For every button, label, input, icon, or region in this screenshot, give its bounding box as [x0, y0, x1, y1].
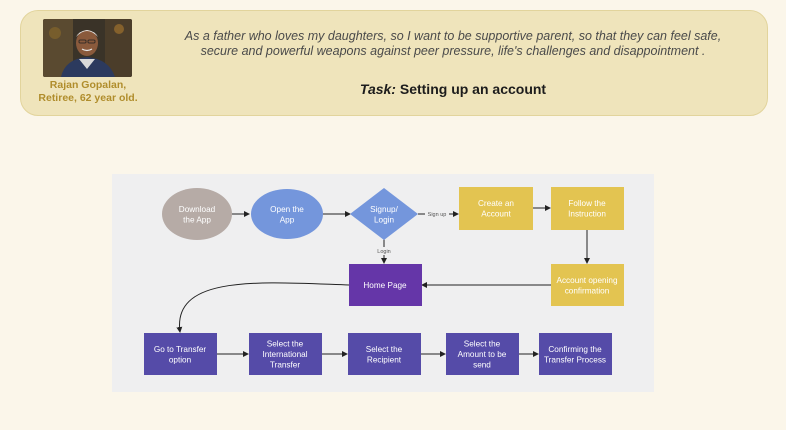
node-transfer-shape — [144, 333, 217, 375]
node-confirming-shape — [539, 333, 612, 375]
node-signup-shape — [350, 188, 418, 240]
node-home-shape — [349, 264, 422, 306]
node-label-line: Download — [179, 205, 216, 214]
node-label-line: option — [169, 355, 192, 364]
node-label-line: Account opening — [557, 276, 618, 285]
node-label-line: Open the — [270, 205, 304, 214]
node-label-line: Select the — [366, 345, 403, 354]
persona-card: Rajan Gopalan, Retiree, 62 year old. As … — [20, 10, 768, 116]
persona-photo — [43, 19, 132, 77]
node-open-shape — [251, 189, 323, 239]
node-signup-text: Signup/Login — [370, 205, 398, 225]
node-confirm-shape — [551, 264, 624, 306]
task-heading: Task: Setting up an account — [153, 81, 753, 97]
node-label-line: Account — [481, 209, 511, 218]
node-intl-shape — [249, 333, 322, 375]
node-amount-shape — [446, 333, 519, 375]
persona-name: Rajan Gopalan, Retiree, 62 year old. — [38, 79, 138, 104]
node-label-line: send — [473, 361, 491, 370]
node-follow-shape — [551, 187, 624, 230]
persona-quote: As a father who loves my daughters, so I… — [153, 29, 753, 59]
node-label-line: Transfer Process — [544, 355, 606, 364]
task-label: Task: — [359, 81, 396, 97]
edge-label-login: Login — [377, 249, 390, 255]
node-label-line: Transfer — [270, 361, 300, 370]
node-label-line: Signup/ — [370, 205, 398, 214]
node-label-line: Go to Transfer — [154, 345, 207, 354]
node-label-line: Login — [374, 215, 394, 224]
node-label-line: Select the — [464, 340, 501, 349]
node-label-line: Follow the — [568, 199, 606, 208]
quote-line-2: secure and powerful weapons against peer… — [200, 44, 706, 58]
node-label-line: confirmation — [565, 286, 610, 295]
node-download-shape — [162, 188, 232, 240]
node-label-line: App — [280, 215, 295, 224]
node-home-text: Home Page — [363, 281, 407, 290]
node-create-shape — [459, 187, 533, 230]
flow-edges — [176, 205, 590, 357]
node-recipient-shape — [348, 333, 421, 375]
edge-label-signup: Sign up — [428, 212, 447, 218]
quote-line-1: As a father who loves my daughters, so I… — [184, 29, 722, 43]
edge-home-transfer — [176, 282, 350, 333]
node-label-line: Confirming the — [548, 345, 602, 354]
node-home-page: Home Page — [349, 264, 422, 306]
node-label-line: International — [262, 350, 307, 359]
node-label-line: the App — [183, 215, 211, 224]
task-title: Setting up an account — [399, 81, 547, 97]
node-label-line: Instruction — [568, 209, 606, 218]
node-label-line: Home Page — [363, 281, 407, 290]
node-signup-login: Signup/Login — [350, 188, 418, 240]
node-label-line: Recipient — [367, 355, 402, 364]
node-label-line: Create an — [478, 199, 514, 208]
node-label-line: Select the — [267, 340, 304, 349]
node-label-line: Amount to be — [458, 350, 507, 359]
